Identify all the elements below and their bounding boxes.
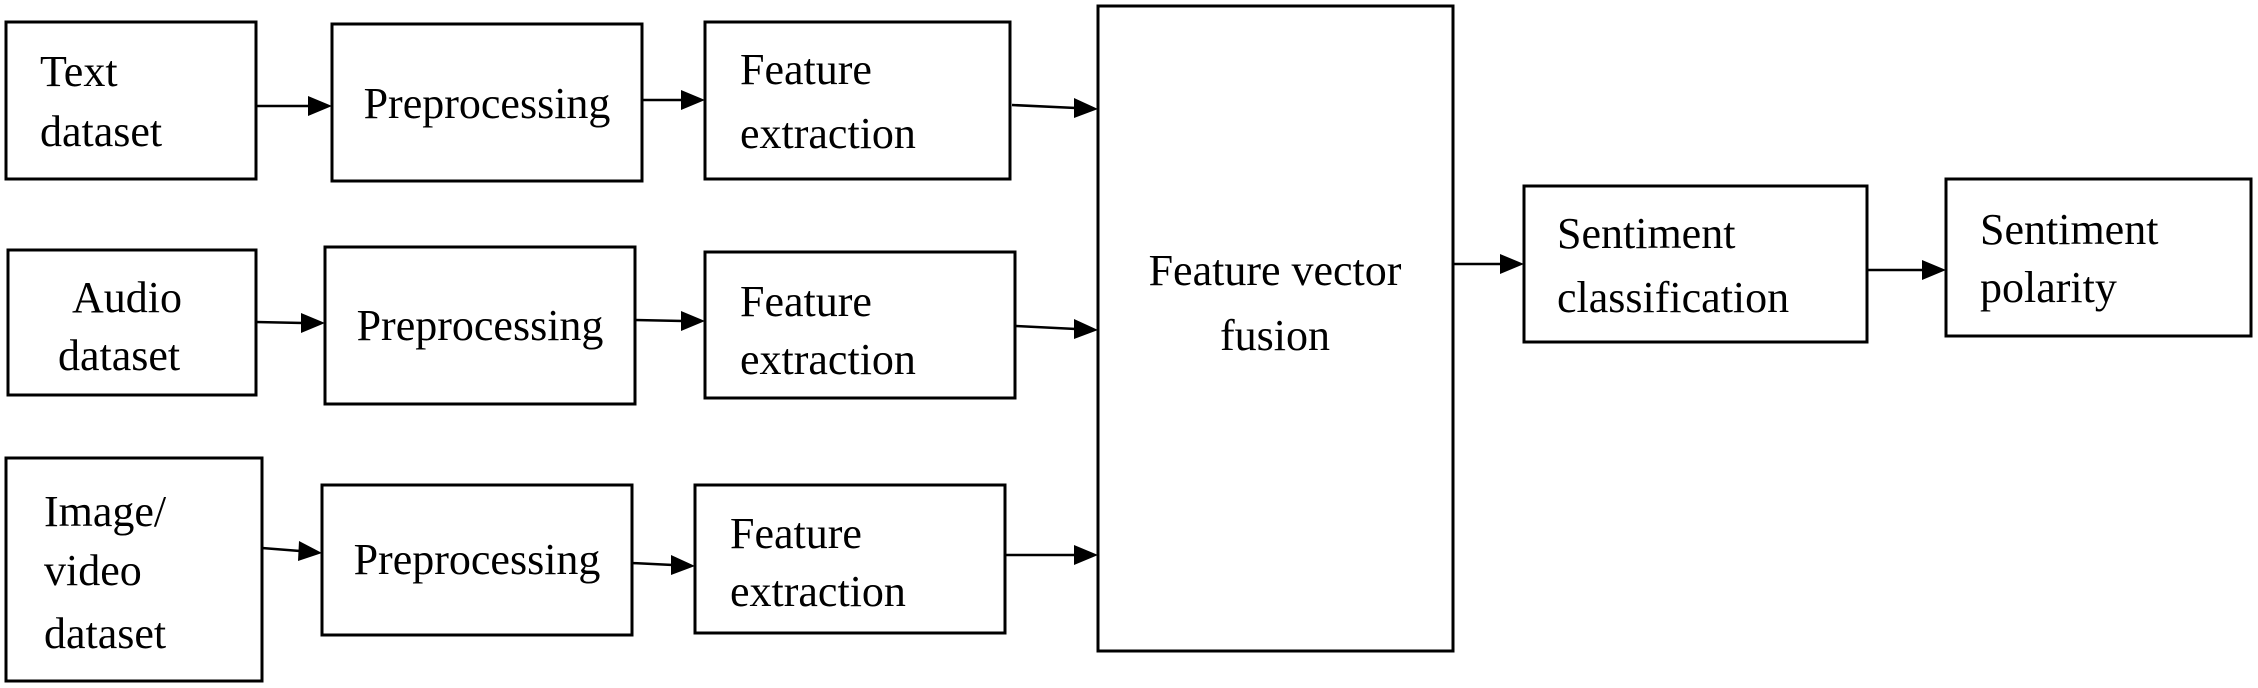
node-label-line: Sentiment bbox=[1557, 209, 1735, 258]
node-label-line: Feature bbox=[740, 45, 872, 94]
node-label-line: polarity bbox=[1980, 263, 2117, 312]
node-label-line: Sentiment bbox=[1980, 205, 2158, 254]
audio-feature-extraction-node: Feature extraction bbox=[703, 250, 1017, 400]
node-label-line: extraction bbox=[740, 335, 916, 384]
feature-vector-fusion-node: Feature vector fusion bbox=[1096, 4, 1455, 653]
node-label-line: Preprocessing bbox=[357, 301, 604, 350]
node-label-line: classification bbox=[1557, 273, 1789, 322]
arrow-text-to-preprocessing bbox=[256, 96, 332, 116]
audio-preprocessing-node: Preprocessing bbox=[323, 245, 637, 406]
arrow-preprocessing-to-feature-audio bbox=[634, 311, 705, 331]
node-label-line: Text bbox=[40, 47, 118, 96]
image-preprocessing-node: Preprocessing bbox=[320, 483, 634, 637]
node-label-line: Feature bbox=[730, 509, 862, 558]
arrow-preprocessing-to-feature-text bbox=[642, 90, 705, 110]
arrow-preprocessing-to-feature-image bbox=[631, 555, 695, 575]
sentiment-classification-node: Sentiment classification bbox=[1522, 184, 1869, 344]
node-label-line: extraction bbox=[730, 567, 906, 616]
arrow-classification-to-polarity bbox=[1867, 260, 1946, 280]
node-label-line: fusion bbox=[1220, 311, 1330, 360]
node-label-line: video bbox=[44, 546, 142, 595]
node-label-line: Feature vector bbox=[1149, 246, 1402, 295]
arrow-audio-to-preprocessing bbox=[255, 313, 325, 333]
node-label-line: Preprocessing bbox=[364, 79, 611, 128]
arrow-feature-audio-to-fusion bbox=[1014, 319, 1098, 339]
node-label-line: dataset bbox=[58, 331, 180, 380]
sentiment-polarity-node: Sentiment polarity bbox=[1944, 177, 2253, 338]
node-label-line: dataset bbox=[40, 107, 162, 156]
arrow-fusion-to-classification bbox=[1453, 254, 1524, 274]
node-label-line: Image/ bbox=[44, 487, 167, 536]
image-video-dataset-node: Image/ video dataset bbox=[4, 456, 264, 683]
image-feature-extraction-node: Feature extraction bbox=[693, 483, 1007, 635]
node-label-line: Feature bbox=[740, 277, 872, 326]
arrow-image-to-preprocessing bbox=[261, 541, 322, 561]
node-label-line: extraction bbox=[740, 109, 916, 158]
arrow-feature-text-to-fusion bbox=[1011, 98, 1098, 118]
node-label-line: Audio bbox=[72, 273, 182, 322]
node-label-line: Preprocessing bbox=[354, 535, 601, 584]
text-dataset-node: Text dataset bbox=[4, 20, 258, 181]
node-label-line: dataset bbox=[44, 609, 166, 658]
arrow-feature-image-to-fusion bbox=[1005, 545, 1098, 565]
audio-dataset-node: Audio dataset bbox=[6, 248, 258, 397]
text-preprocessing-node: Preprocessing bbox=[330, 22, 644, 183]
text-feature-extraction-node: Feature extraction bbox=[703, 20, 1012, 181]
